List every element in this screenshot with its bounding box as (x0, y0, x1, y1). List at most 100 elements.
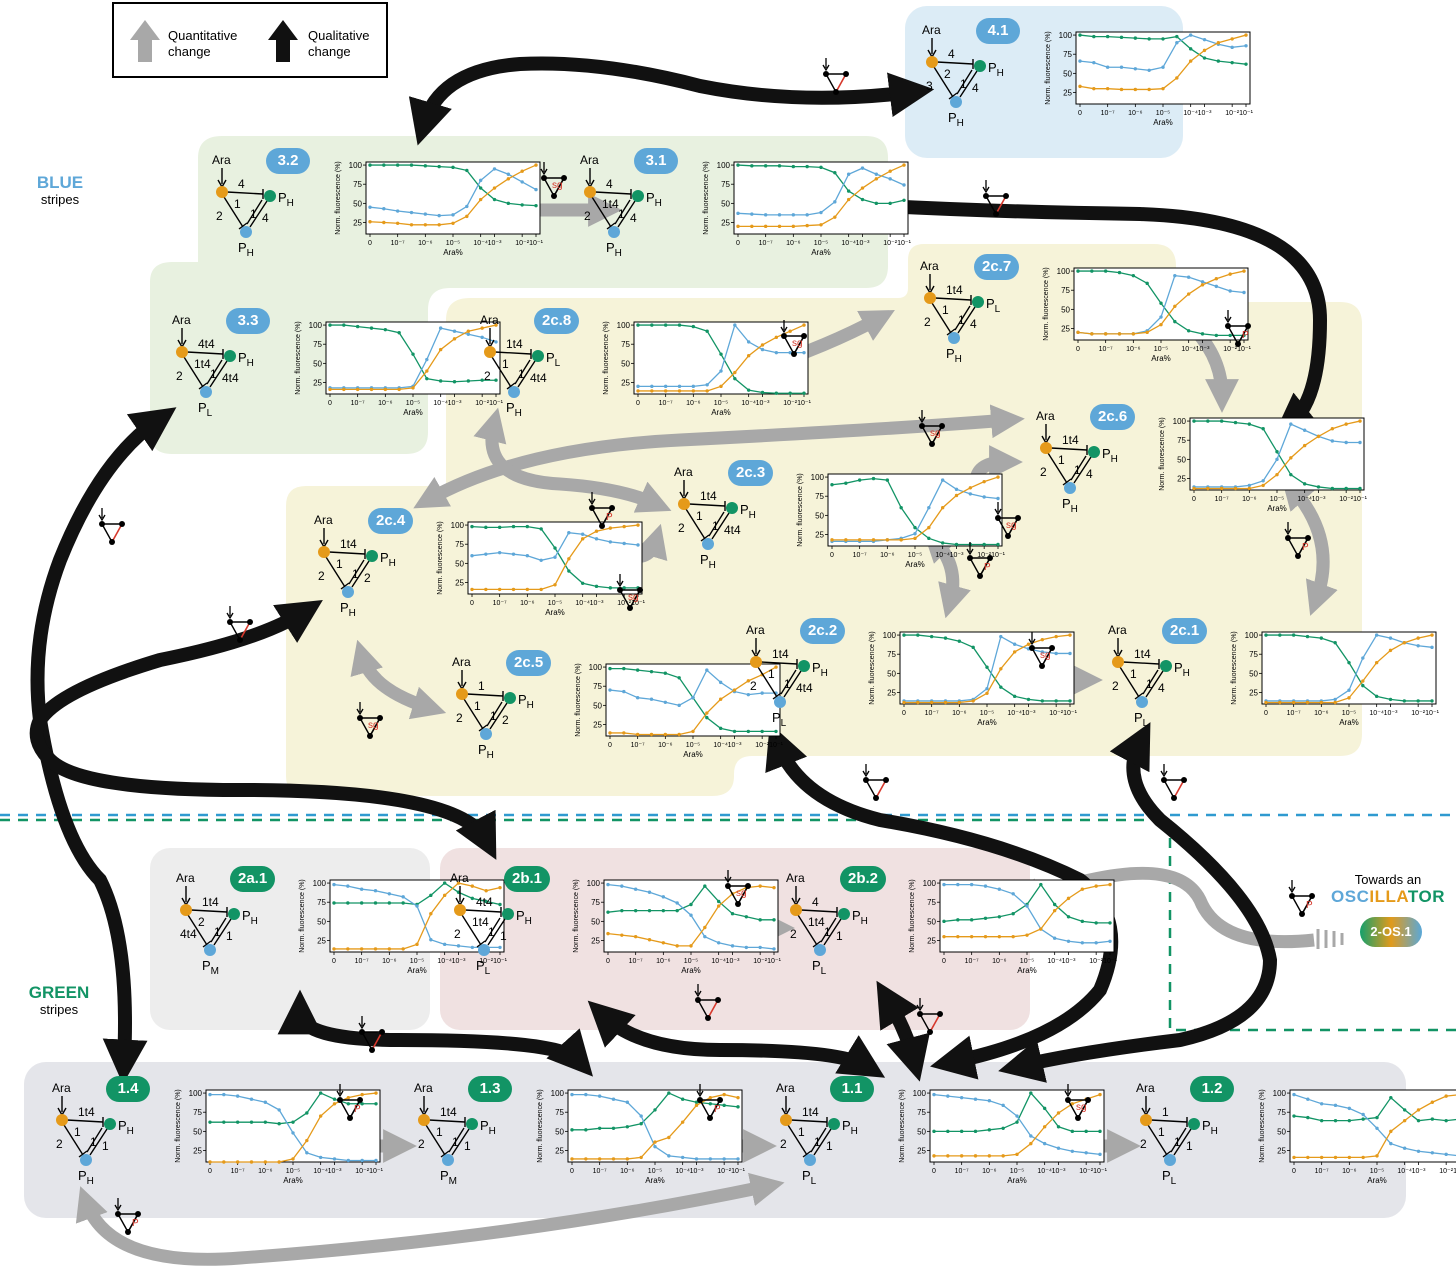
y-tick-label: 100 (349, 161, 363, 170)
data-point-orange (1147, 87, 1151, 92)
data-point-green (973, 1129, 978, 1134)
data-point-green (437, 164, 441, 169)
y-tick-label: 25 (887, 689, 896, 698)
node-blue (1136, 696, 1148, 708)
node-green (1160, 660, 1172, 672)
x-tick-label: 10⁻¹ (369, 1168, 383, 1175)
data-point-blue (691, 384, 696, 389)
edge-top-label: 1t4 (202, 895, 219, 909)
data-point-green (983, 916, 988, 920)
x-tick-label: 10⁻⁷ (1315, 1168, 1329, 1175)
x-tick-label: 0 (470, 600, 474, 607)
panel-badge: 1.1 (830, 1076, 874, 1102)
data-point-orange (1319, 1155, 1324, 1160)
inducer-label: Ara (176, 871, 195, 885)
data-point-blue (425, 357, 429, 362)
data-point-orange (722, 1092, 726, 1097)
panel-badge: 2c.7 (974, 254, 1020, 280)
data-point-green (478, 186, 483, 190)
data-point-green (987, 1128, 992, 1132)
panel-badge: 2b.2 (840, 866, 887, 892)
data-point-blue (1261, 479, 1265, 483)
modification-label: P (984, 562, 991, 573)
promoter-top: PH (242, 908, 258, 927)
plot-frame (633, 321, 809, 395)
data-point-green (498, 902, 502, 907)
y-tick-label: 75 (317, 898, 326, 907)
data-point-green (708, 1102, 713, 1106)
node-green (828, 1118, 840, 1130)
data-point-green (625, 1125, 630, 1129)
y-tick-label: 75 (455, 540, 464, 549)
x-axis-label: Ara% (905, 560, 925, 568)
data-point-green (844, 481, 848, 485)
data-point-orange (332, 1102, 337, 1106)
y-tick-label: 50 (1277, 1127, 1286, 1136)
data-point-orange (633, 934, 638, 939)
x-tick-label: 0 (368, 240, 372, 247)
data-point-green (1080, 919, 1085, 924)
data-point-blue (1333, 697, 1337, 702)
promoter-modification-icon: P (588, 492, 615, 529)
data-point-green (1214, 333, 1219, 338)
x-tick-label: 0 (1264, 710, 1268, 717)
data-point-orange (635, 732, 640, 737)
x-tick-label: 10⁻¹ (529, 240, 543, 247)
data-point-green (1216, 59, 1221, 63)
data-point-green (689, 902, 693, 907)
data-point-green (1161, 37, 1165, 41)
data-point-orange (916, 700, 920, 705)
data-point-blue (802, 350, 806, 355)
x-tick-label: 10⁻³ (1384, 710, 1398, 717)
edge-top-label: 4 (606, 177, 613, 191)
modification-label: P (714, 1104, 721, 1115)
data-point-orange (940, 506, 945, 510)
data-point-blue (480, 335, 484, 340)
edge-top-label: 1 (1162, 1105, 1169, 1119)
data-point-green (359, 901, 364, 905)
x-tick-label: 10⁻² (617, 600, 631, 607)
x-tick-label: 0 (830, 552, 834, 559)
y-axis-label: Norm. fluorescence (%) (175, 1089, 182, 1163)
modification-label: sg (736, 888, 747, 899)
data-point-blue (608, 688, 612, 692)
node-blue (80, 1154, 92, 1166)
data-point-green (425, 376, 429, 381)
x-tick-label: 10⁻¹ (1353, 496, 1367, 503)
promoter-modification-icon: P (1284, 522, 1311, 559)
data-point-green (774, 729, 778, 734)
data-point-green (1361, 683, 1365, 688)
data-point-green (1012, 694, 1017, 699)
data-point-orange (1145, 330, 1149, 335)
data-point-orange (719, 384, 723, 389)
data-point-green (639, 1122, 643, 1126)
data-point-orange (885, 538, 890, 542)
data-point-orange (1430, 1100, 1435, 1104)
node-blue (240, 226, 252, 238)
data-point-orange (1056, 1111, 1061, 1115)
y-tick-label: 75 (927, 898, 936, 907)
data-point-orange (1011, 934, 1015, 939)
modification-label: P (1302, 542, 1309, 553)
data-point-green (1090, 269, 1094, 273)
x-tick-label: 10⁻² (355, 1168, 369, 1175)
data-point-orange (788, 329, 792, 333)
data-point-green (1292, 1114, 1296, 1118)
x-tick-label: 10⁻³ (590, 600, 604, 607)
data-point-green (355, 324, 360, 329)
edge-right-label: 1 (836, 929, 843, 943)
node-orange (1112, 656, 1124, 668)
y-tick-label: 75 (621, 340, 630, 349)
data-point-green (534, 203, 538, 208)
data-point-orange (1219, 486, 1224, 491)
node-orange (584, 186, 596, 198)
edge-top-label: 4t4 (198, 337, 215, 351)
y-tick-label: 50 (927, 917, 936, 926)
data-point-blue (401, 895, 405, 899)
data-point-green (611, 1126, 616, 1130)
plot-frame (1289, 1089, 1456, 1163)
panel-badge: 2a.1 (230, 866, 276, 892)
node-blue (804, 1154, 816, 1166)
